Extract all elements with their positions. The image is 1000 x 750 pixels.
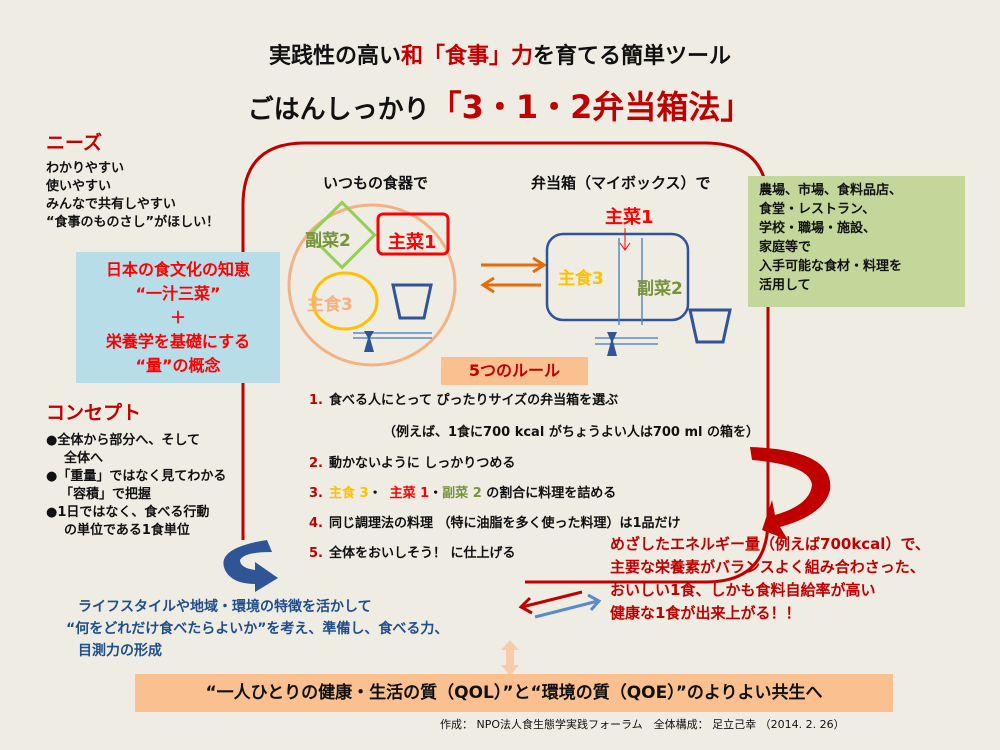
- rule-1: 1. 食べる人にとって ぴったりサイズの弁当箱を選ぶ: [309, 389, 618, 408]
- wisdom-line: 栄養学を基礎にする: [105, 332, 251, 351]
- rule-main: 主菜 1: [389, 486, 430, 501]
- rule-4: 4. 同じ調理法の料理 （特に油脂を多く使った料理）は1品だけ: [309, 512, 681, 531]
- result-line: 健康な1食が出来上がる！！: [610, 604, 801, 622]
- credit-text: 作成： NPO法人食生態学実践フォーラム 全体構成： 足立己幸 （2014. 2…: [440, 718, 845, 731]
- plate-circle: [287, 203, 457, 367]
- rules-heading: 5つのルール: [441, 357, 588, 385]
- needs-item: 使いやすい: [46, 179, 112, 194]
- concept-item: 「容積」で把握: [60, 487, 152, 502]
- rule-side: 副菜 2: [442, 486, 482, 501]
- bento-side-dish-label: 副菜2: [637, 279, 683, 299]
- concept-item: ●1日ではなく、食べる行動: [46, 505, 210, 520]
- rule-text: 動かないように しっかりつめる: [328, 456, 516, 471]
- needs-item: “食事のものさし”がほしい！: [46, 215, 220, 230]
- main-dish-label: 主菜1: [388, 232, 437, 253]
- chopsticks-icon: [353, 332, 432, 339]
- soup-cup-icon: [391, 283, 433, 320]
- wisdom-line: “量”の概念: [135, 356, 221, 375]
- rule-number: 4.: [309, 516, 323, 531]
- wisdom-line: 日本の食文化の知恵: [105, 260, 250, 279]
- rule-text: 全体をおいしそう！ に仕上げる: [328, 546, 516, 561]
- title-text: を育てる簡単ツール: [533, 44, 732, 69]
- rule-staple: 主食 3: [328, 486, 369, 501]
- rule-text: の割合に料理を詰める: [486, 486, 617, 501]
- rule-number: 1.: [309, 393, 323, 408]
- wisdom-line: ＋: [169, 308, 186, 327]
- title-text: 実践性の高い: [268, 44, 401, 69]
- staple-label: 主食3: [307, 295, 353, 315]
- rule-number: 2.: [309, 456, 323, 471]
- needs-heading: ニーズ: [46, 132, 103, 154]
- rule-text: 同じ調理法の料理 （特に油脂を多く使った料理）は1品だけ: [328, 516, 681, 531]
- lifestyle-line: ライフスタイルや地域・環境の特徴を活かして: [78, 599, 372, 615]
- rule-number: 5.: [309, 546, 323, 561]
- concept-item: 全体へ: [64, 451, 104, 466]
- title-text: ごはんしっかり: [247, 95, 430, 125]
- two-way-arrow: [518, 590, 602, 619]
- result-text: めざしたエネルギー量（例えば700kcal）で、 主要な栄養素がバランスよく組み…: [610, 533, 930, 625]
- bento-soup-cup-icon: [688, 308, 732, 344]
- title-line-1: 実践性の高い和「食事」力を育てる簡単ツール: [0, 38, 1000, 70]
- sources-line: 食堂・レストラン、: [759, 202, 876, 217]
- side-dish-label: 副菜2: [305, 231, 351, 251]
- needs-item: わかりやすい: [46, 161, 125, 176]
- rule-2: 2. 動かないように しっかりつめる: [309, 452, 515, 471]
- chopstick-rest-icon: [364, 331, 374, 352]
- title-highlight: 和「食事」力: [400, 44, 533, 69]
- right-heading: 弁当箱（マイボックス）で: [531, 174, 711, 192]
- rule-text: 食べる人にとって ぴったりサイズの弁当箱を選ぶ: [328, 393, 619, 408]
- sources-line: 農場、市場、食料品店、: [759, 183, 903, 198]
- method-name: 「3・1・2弁当箱法」: [429, 88, 753, 126]
- left-heading: いつもの食器で: [323, 174, 429, 192]
- bento-box: [545, 232, 690, 322]
- bento-main-dish-label: 主菜1: [605, 207, 654, 228]
- concept-heading: コンセプト: [46, 402, 142, 424]
- concept-item: の単位である1食単位: [64, 523, 190, 538]
- rule-5: 5. 全体をおいしそう！ に仕上げる: [309, 542, 516, 561]
- result-line: めざしたエネルギー量（例えば700kcal）で、: [610, 535, 930, 553]
- title-line-2: ごはんしっかり「3・1・2弁当箱法」: [0, 82, 1000, 128]
- needs-list: わかりやすい 使いやすい みんなで共有しやすい “食事のものさし”がほしい！: [46, 160, 219, 232]
- result-line: おいしい1食、しかも食料自給率が高い: [610, 581, 876, 599]
- bento-staple-label: 主食3: [558, 269, 604, 289]
- sources-line: 活用して: [759, 278, 811, 293]
- sources-line: 入手可能な食材・料理を: [759, 259, 903, 274]
- goal-banner: “一人ひとりの健康・生活の質（QOL）”と“環境の質（QOE）”のよりよい共生へ: [135, 674, 893, 712]
- red-curved-arrow: [750, 447, 831, 540]
- side-dish-diamond: [307, 200, 377, 270]
- concept-item: ●全体から部分へ、そして: [46, 433, 200, 448]
- needs-item: みんなで共有しやすい: [46, 197, 176, 212]
- staple-bowl: [311, 271, 379, 331]
- sources-line: 学校・職場・施設、: [759, 221, 877, 236]
- main-dish-rect: [376, 212, 450, 256]
- wisdom-box: 日本の食文化の知恵 “一汁三菜” ＋ 栄養学を基礎にする “量”の概念: [76, 252, 280, 383]
- lifestyle-line: “何をどれだけ食べたらよいか”を考え、準備し、食べる力、: [66, 621, 449, 637]
- concept-item: ●「重量」ではなく見てわかる: [46, 469, 227, 484]
- rule-number: 3.: [309, 486, 323, 501]
- cycle-frame: [241, 141, 770, 584]
- concept-list: ●全体から部分へ、そして 全体へ ●「重量」ではなく見てわかる 「容積」で把握 …: [46, 432, 226, 540]
- lifestyle-text: ライフスタイルや地域・環境の特徴を活かして “何をどれだけ食べたらよいか”を考え…: [66, 596, 448, 662]
- rule-1-note: （例えば、1食に700 kcal がちょうよい人は700 ml の箱を）: [383, 425, 760, 440]
- rule-3: 3.主食 3・主菜 1・副菜 2 の割合に料理を詰める: [309, 482, 616, 501]
- wisdom-line: “一汁三菜”: [135, 284, 221, 303]
- vertical-two-way-arrow: [501, 640, 519, 676]
- separator: ・: [368, 486, 382, 501]
- separator: ・: [429, 486, 443, 501]
- result-line: 主要な栄養素がバランスよく組み合わさった、: [610, 558, 925, 576]
- lifestyle-line: 目測力の形成: [78, 643, 162, 659]
- sources-line: 家庭等で: [759, 240, 812, 255]
- blue-curved-arrow: [223, 540, 278, 592]
- sources-box: 農場、市場、食料品店、 食堂・レストラン、 学校・職場・施設、 家庭等で 入手可…: [748, 176, 965, 307]
